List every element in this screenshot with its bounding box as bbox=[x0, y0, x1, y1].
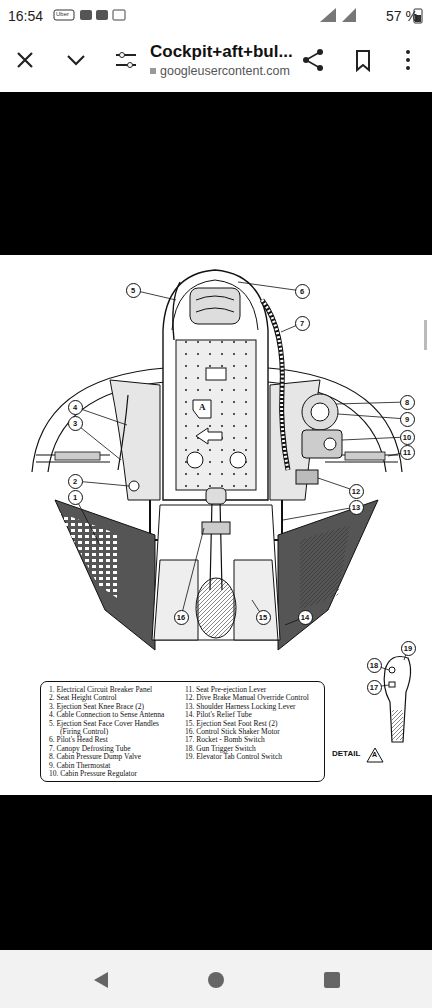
callout-text: 3 bbox=[73, 419, 77, 428]
callout-text: 18 bbox=[370, 661, 378, 670]
callout-number: 13 bbox=[349, 500, 364, 515]
list-item: 9. Cabin Thermostat bbox=[49, 762, 177, 770]
callout-text: 1 bbox=[73, 493, 77, 502]
callout-number: 1 bbox=[68, 490, 83, 505]
callout-text: 15 bbox=[259, 613, 267, 622]
callout-number: 3 bbox=[68, 416, 83, 431]
list-item: 6. Pilot's Head Rest bbox=[49, 736, 177, 744]
list-item: 14. Pilot's Relief Tube bbox=[185, 711, 321, 719]
list-column: 1. Electrical Circuit Breaker Panel2. Se… bbox=[49, 686, 177, 778]
list-item: 4. Cable Connection to Sense Antenna bbox=[49, 711, 177, 719]
callout-number: 12 bbox=[349, 484, 364, 499]
list-item: 18. Gun Trigger Switch bbox=[185, 745, 321, 753]
callout-text: 10 bbox=[403, 433, 411, 442]
list-item: 15. Ejection Seat Foot Rest (2) bbox=[185, 720, 321, 728]
callout-number: 8 bbox=[400, 395, 415, 410]
callout-text: 14 bbox=[301, 613, 309, 622]
status-text: googleusercontent.com bbox=[160, 65, 290, 79]
list-item: 16. Control Stick Shaker Motor bbox=[185, 728, 321, 736]
callout-number: 9 bbox=[400, 412, 415, 427]
callout-number: 18 bbox=[367, 658, 382, 673]
callout-text: 13 bbox=[352, 503, 360, 512]
list-item: 2. Seat Height Control bbox=[49, 694, 177, 702]
status-text: Uber bbox=[56, 11, 69, 18]
callout-text: 8 bbox=[405, 398, 409, 407]
status-text: 57 % bbox=[386, 9, 418, 24]
callout-number: 16 bbox=[174, 610, 189, 625]
callout-text: 17 bbox=[370, 683, 378, 692]
callout-number: 19 bbox=[401, 641, 416, 656]
list-item: 10. Cabin Pressure Regulator bbox=[49, 770, 177, 778]
list-item: 1. Electrical Circuit Breaker Panel bbox=[49, 686, 177, 694]
list-item: 17. Rocket - Bomb Switch bbox=[185, 736, 321, 744]
callout-text: 12 bbox=[352, 487, 360, 496]
callout-number: 17 bbox=[367, 680, 382, 695]
detail-label: A bbox=[199, 403, 206, 413]
callout-text: 2 bbox=[73, 477, 77, 486]
detail-label: DETAIL bbox=[332, 750, 360, 759]
legend-list-box: 1. Electrical Circuit Breaker Panel2. Se… bbox=[40, 681, 325, 782]
list-item: 5. Ejection Seat Face Cover Handles (Fir… bbox=[49, 720, 177, 737]
callout-number: 7 bbox=[295, 316, 310, 331]
callout-text: 19 bbox=[404, 644, 412, 653]
callout-text: 16 bbox=[177, 613, 185, 622]
callout-text: 4 bbox=[73, 403, 77, 412]
status-text: Cockpit+aft+bul... bbox=[150, 43, 293, 62]
list-item: 3. Ejection Seat Knee Brace (2) bbox=[49, 703, 177, 711]
callout-text: 5 bbox=[131, 286, 135, 295]
detail-label: A bbox=[372, 751, 377, 759]
status-text: 16:54 bbox=[8, 9, 43, 24]
callout-number: 5 bbox=[126, 283, 141, 298]
list-item: 11. Seat Pre-ejection Lever bbox=[185, 686, 321, 694]
callout-number: 15 bbox=[256, 610, 271, 625]
callout-number: 2 bbox=[68, 474, 83, 489]
callout-number: 6 bbox=[295, 284, 310, 299]
list-item: 7. Canopy Defrosting Tube bbox=[49, 745, 177, 753]
list-item: 12. Dive Brake Manual Override Control bbox=[185, 694, 321, 702]
list-item: 8. Cabin Pressure Dump Valve bbox=[49, 753, 177, 761]
callout-text: 7 bbox=[300, 319, 304, 328]
callout-text: 6 bbox=[300, 287, 304, 296]
list-item: 13. Shoulder Harness Locking Lever bbox=[185, 703, 321, 711]
callout-text: 11 bbox=[403, 448, 411, 457]
callout-number: 11 bbox=[400, 445, 415, 460]
callout-text: 9 bbox=[405, 415, 409, 424]
list-column: 11. Seat Pre-ejection Lever12. Dive Brak… bbox=[185, 686, 321, 762]
list-item: 19. Elevator Tab Control Switch bbox=[185, 753, 321, 761]
callout-number: 4 bbox=[68, 400, 83, 415]
callout-number: 14 bbox=[298, 610, 313, 625]
callout-number: 10 bbox=[400, 430, 415, 445]
